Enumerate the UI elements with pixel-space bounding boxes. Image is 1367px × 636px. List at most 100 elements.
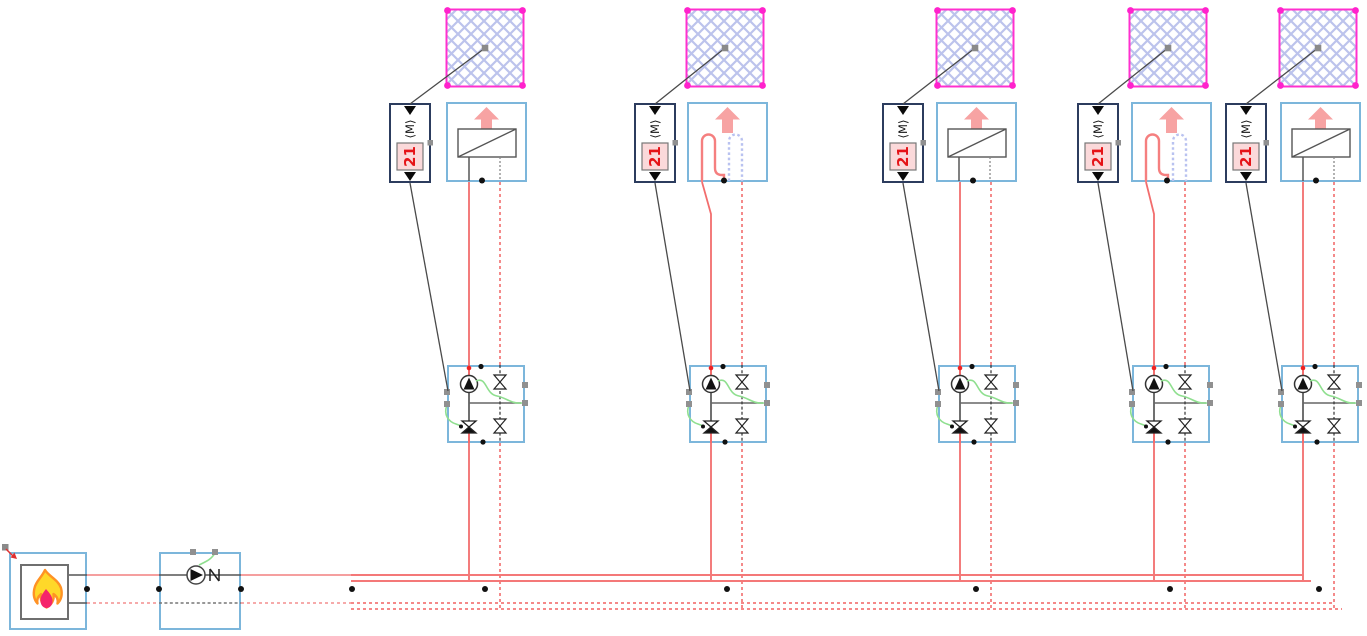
radiator-diagonal	[457, 128, 517, 158]
connector-square[interactable]	[1278, 401, 1284, 407]
valve-pump-group-block-5[interactable]	[1278, 363, 1362, 445]
zone-corner-dot[interactable]	[1352, 82, 1359, 89]
zone-hatch-fill	[445, 8, 525, 88]
zone-corner-dot[interactable]	[1009, 82, 1016, 89]
floor-heating-block-2[interactable]	[687, 102, 768, 183]
zone-corner-dot[interactable]	[1009, 7, 1016, 14]
thermostat-block-4[interactable]: ⟨M⟩ 21	[1077, 103, 1122, 183]
valve-icon	[1145, 420, 1163, 428]
connector-square[interactable]	[935, 401, 941, 407]
crosshatch-zone-icon	[934, 7, 1016, 89]
radiator-diagonal	[1291, 128, 1351, 158]
connector-square[interactable]	[1207, 382, 1213, 388]
valve-pump-group-block-2[interactable]	[686, 363, 770, 445]
setpoint-box	[641, 142, 669, 171]
valve-signal-wire	[1129, 404, 1146, 427]
thermal-zone-block-1[interactable]	[444, 7, 526, 89]
thermal-zone-block-2[interactable]	[684, 7, 766, 89]
floor-heating-block-4[interactable]	[1131, 102, 1212, 183]
thermal-zone-block-3[interactable]	[934, 7, 1016, 89]
zone-corner-dot[interactable]	[1352, 7, 1359, 14]
pump-signal-wire	[1160, 379, 1208, 404]
flame-core	[40, 589, 53, 608]
connector-square[interactable]	[1207, 400, 1213, 406]
zone-corner-dot[interactable]	[444, 82, 451, 89]
balancing-valve-icon	[1326, 418, 1342, 427]
thermostat-block-5[interactable]: ⟨M⟩ 21	[1225, 103, 1270, 183]
connector-square[interactable]	[427, 140, 434, 146]
connector-square[interactable]	[444, 389, 450, 395]
connector-square[interactable]	[686, 389, 692, 395]
radiator-block-1[interactable]	[446, 102, 527, 182]
zone-corner-dot[interactable]	[934, 7, 941, 14]
zone-corner-dot[interactable]	[759, 7, 766, 14]
connector-square[interactable]	[686, 401, 692, 407]
motor-label: ⟨M⟩	[896, 120, 910, 139]
zone-corner-dot[interactable]	[444, 7, 451, 14]
circulation-pump-block[interactable]	[159, 549, 241, 630]
pump-rotor-icon	[705, 377, 717, 390]
motor-label: ⟨M⟩	[1239, 120, 1253, 139]
zone-corner-dot[interactable]	[934, 82, 941, 89]
connector-square[interactable]	[1356, 400, 1362, 406]
radiator-block-3[interactable]	[936, 102, 1017, 182]
zone-corner-dot[interactable]	[1202, 7, 1209, 14]
connector-square[interactable]	[935, 389, 941, 395]
connector-square[interactable]	[190, 549, 196, 555]
pump-rotor-icon	[1297, 377, 1309, 390]
zone-corner-dot[interactable]	[759, 82, 766, 89]
zone-corner-dot[interactable]	[1277, 82, 1284, 89]
thermostat-block-2[interactable]: ⟨M⟩ 21	[634, 103, 679, 183]
pump-signal-wire	[1309, 379, 1357, 404]
valve-pump-group-block-4[interactable]	[1129, 363, 1213, 445]
connector-square[interactable]	[1263, 140, 1270, 146]
thermostat-block-1[interactable]: ⟨M⟩ 21	[389, 103, 434, 183]
connector-square[interactable]	[1356, 382, 1362, 388]
connector-square[interactable]	[1115, 140, 1122, 146]
thermal-zone-block-5[interactable]	[1277, 7, 1359, 89]
setpoint-box	[1084, 142, 1112, 171]
port-dot	[722, 439, 728, 445]
setpoint-box	[889, 142, 917, 171]
zone-corner-dot[interactable]	[519, 82, 526, 89]
supply-pipe[interactable]	[1145, 181, 1155, 365]
zone-corner-dot[interactable]	[684, 82, 691, 89]
pump-rotor-icon	[463, 377, 475, 390]
connector-square[interactable]	[1013, 400, 1019, 406]
output-arrow-icon	[404, 172, 416, 181]
connector-square[interactable]	[444, 401, 450, 407]
radiator-block-5[interactable]	[1280, 102, 1361, 182]
zone-corner-dot[interactable]	[1127, 82, 1134, 89]
connector-square[interactable]	[672, 140, 679, 146]
valve-pump-group-block-3[interactable]	[935, 363, 1019, 445]
zone-corner-dot[interactable]	[1277, 7, 1284, 14]
zone-corner-dot[interactable]	[519, 7, 526, 14]
boiler-block[interactable]	[9, 552, 87, 630]
motor-label: ⟨M⟩	[648, 120, 662, 139]
balancing-valve-icon	[492, 374, 508, 383]
connector-square[interactable]	[1278, 389, 1284, 395]
thermal-zone-block-4[interactable]	[1127, 7, 1209, 89]
balancing-valve-icon	[492, 425, 508, 434]
setpoint-value: 21	[401, 146, 419, 167]
valve-pump-group-block-1[interactable]	[444, 363, 528, 445]
setpoint-value: 21	[1237, 146, 1255, 167]
thermostat-block-3[interactable]: ⟨M⟩ 21	[882, 103, 927, 183]
setpoint-box	[396, 142, 424, 171]
connector-square[interactable]	[1129, 401, 1135, 407]
zone-corner-dot[interactable]	[684, 7, 691, 14]
connector-square[interactable]	[764, 400, 770, 406]
connector-square[interactable]	[920, 140, 927, 146]
connector-square[interactable]	[1129, 389, 1135, 395]
connector-square[interactable]	[212, 549, 218, 555]
thermostat-icon: ⟨M⟩ 21	[882, 103, 927, 183]
connector-square[interactable]	[764, 382, 770, 388]
connector-square[interactable]	[522, 400, 528, 406]
zone-corner-dot[interactable]	[1127, 7, 1134, 14]
crosshatch-zone-icon	[1277, 7, 1359, 89]
connector-square[interactable]	[522, 382, 528, 388]
supply-pipe[interactable]	[701, 181, 712, 365]
connector-square[interactable]	[1013, 382, 1019, 388]
zone-corner-dot[interactable]	[1202, 82, 1209, 89]
port-dot	[720, 363, 726, 370]
